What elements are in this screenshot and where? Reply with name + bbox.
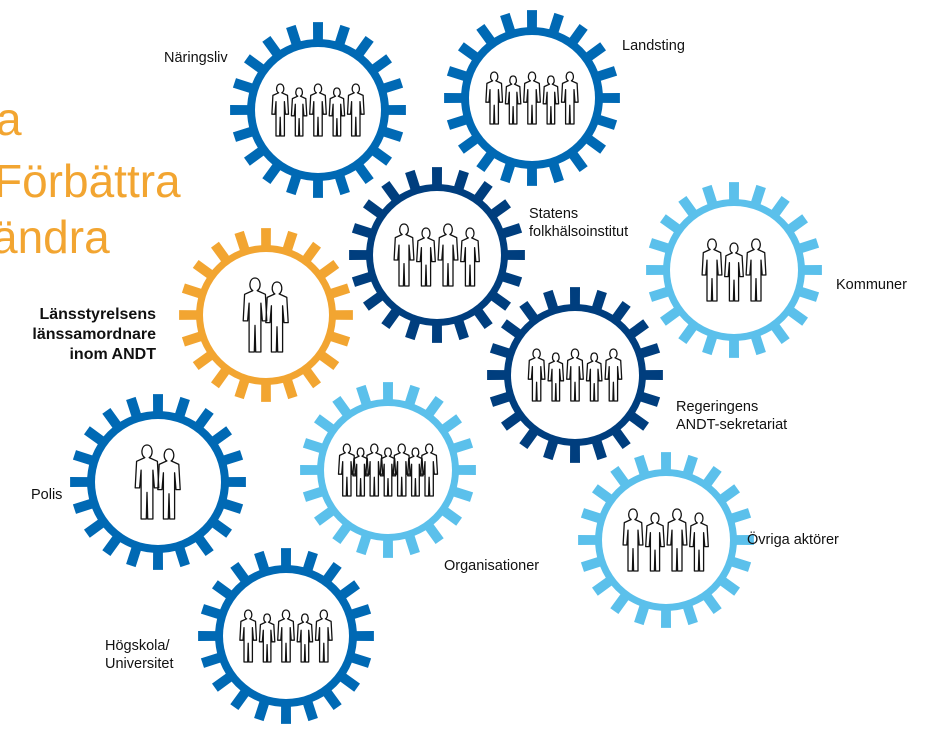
gear-hogskola (198, 548, 374, 724)
label-hogskola-line-2: Universitet (105, 656, 174, 673)
gear-ovriga-hub (602, 476, 730, 604)
label-organisationer-line-1: Organisationer (444, 558, 540, 574)
label-naringsliv: Näringsliv (164, 49, 228, 67)
person-silhouette-icon (604, 348, 623, 402)
label-landsting-line-1: Landsting (622, 38, 685, 54)
gear-lansstyrelsen (179, 228, 353, 402)
label-regeringens: Regeringens ANDT-sekretariat (676, 398, 787, 434)
person-silhouette-icon (420, 443, 439, 497)
label-statens-line-2: folkhälsoinstitut (529, 224, 629, 241)
headline-line-1: a (0, 93, 22, 145)
person-silhouette-icon (277, 609, 295, 663)
person-silhouette-icon (460, 227, 480, 287)
person-silhouette-icon (645, 512, 665, 572)
person-silhouette-icon (416, 227, 436, 287)
label-naringsliv-line-1: Näringsliv (164, 50, 228, 66)
person-silhouette-icon (242, 277, 268, 353)
gear-regeringens-hub (511, 311, 639, 439)
person-silhouette-icon (560, 71, 579, 125)
person-silhouette-icon (258, 613, 276, 663)
gear-kommuner-hub (670, 206, 798, 334)
label-statens: Statens folkhälsoinstitut (529, 205, 628, 241)
person-silhouette-icon (392, 443, 411, 497)
person-silhouette-icon (622, 508, 644, 572)
gear-naringsliv (230, 22, 406, 198)
gear-ovriga (578, 452, 754, 628)
gear-organisationer (300, 382, 476, 558)
person-silhouette-icon (393, 223, 415, 287)
gear-landsting (444, 10, 620, 186)
person-silhouette-icon (337, 443, 356, 497)
person-silhouette-icon (365, 443, 384, 497)
gear-organisationer-hub (324, 406, 452, 534)
label-polis-line-1: Polis (31, 487, 63, 503)
gear-polis (70, 394, 246, 570)
center-label-line-2: länssamordnare (32, 326, 156, 343)
gear-naringsliv-hub (255, 47, 381, 173)
label-polis: Polis (31, 486, 62, 504)
label-statens-line-1: Statens (529, 206, 579, 222)
person-silhouette-icon (523, 71, 541, 125)
person-silhouette-icon (346, 83, 365, 137)
person-silhouette-icon (271, 83, 290, 137)
person-silhouette-icon (437, 223, 459, 287)
label-kommuner-line-1: Kommuner (836, 277, 907, 293)
person-silhouette-icon (724, 242, 744, 302)
gear-statens-hub (373, 191, 501, 319)
label-regeringens-line-2: ANDT-sekretariat (676, 417, 788, 434)
person-silhouette-icon (745, 238, 767, 302)
person-silhouette-icon (296, 613, 314, 663)
person-silhouette-icon (701, 238, 723, 302)
label-ovriga: Övriga aktörer (747, 531, 839, 549)
person-silhouette-icon (666, 508, 688, 572)
person-silhouette-icon (689, 512, 709, 572)
person-silhouette-icon (309, 83, 327, 137)
headline-line-2: Förbättra (0, 155, 181, 207)
person-silhouette-icon (265, 281, 289, 353)
gear-landsting-hub (469, 35, 595, 161)
person-silhouette-icon (527, 348, 546, 402)
person-silhouette-icon (542, 75, 560, 125)
gear-kommuner (646, 182, 822, 358)
center-label-line-3: inom ANDT (69, 346, 156, 363)
person-silhouette-icon (379, 447, 397, 497)
person-silhouette-icon (407, 447, 424, 497)
gear-statens (349, 167, 525, 343)
person-silhouette-icon (585, 352, 603, 402)
label-ovriga-line-1: Övriga aktörer (747, 532, 839, 548)
person-silhouette-icon (314, 609, 333, 663)
label-kommuner: Kommuner (836, 276, 907, 294)
person-silhouette-icon (547, 352, 565, 402)
person-silhouette-icon (134, 444, 160, 520)
label-hogskola-line-1: Högskola/ (105, 638, 170, 654)
center-label-line-1: Länsstyrelsens (39, 306, 156, 323)
label-hogskola: Högskola/ Universitet (105, 637, 174, 673)
person-silhouette-icon (239, 609, 258, 663)
label-regeringens-line-1: Regeringens (676, 399, 759, 415)
gear-hogskola-hub (223, 573, 349, 699)
person-silhouette-icon (504, 75, 522, 125)
person-silhouette-icon (157, 448, 181, 520)
person-silhouette-icon (290, 87, 308, 137)
headline-line-3: ändra (0, 211, 110, 263)
person-silhouette-icon (566, 348, 584, 402)
person-silhouette-icon (352, 447, 369, 497)
label-organisationer: Organisationer (444, 557, 539, 575)
center-actor-label: Länsstyrelsens länssamordnare inom ANDT (32, 305, 156, 365)
label-landsting: Landsting (622, 37, 685, 55)
person-silhouette-icon (328, 87, 346, 137)
gear-regeringens (487, 287, 663, 463)
person-silhouette-icon (485, 71, 504, 125)
